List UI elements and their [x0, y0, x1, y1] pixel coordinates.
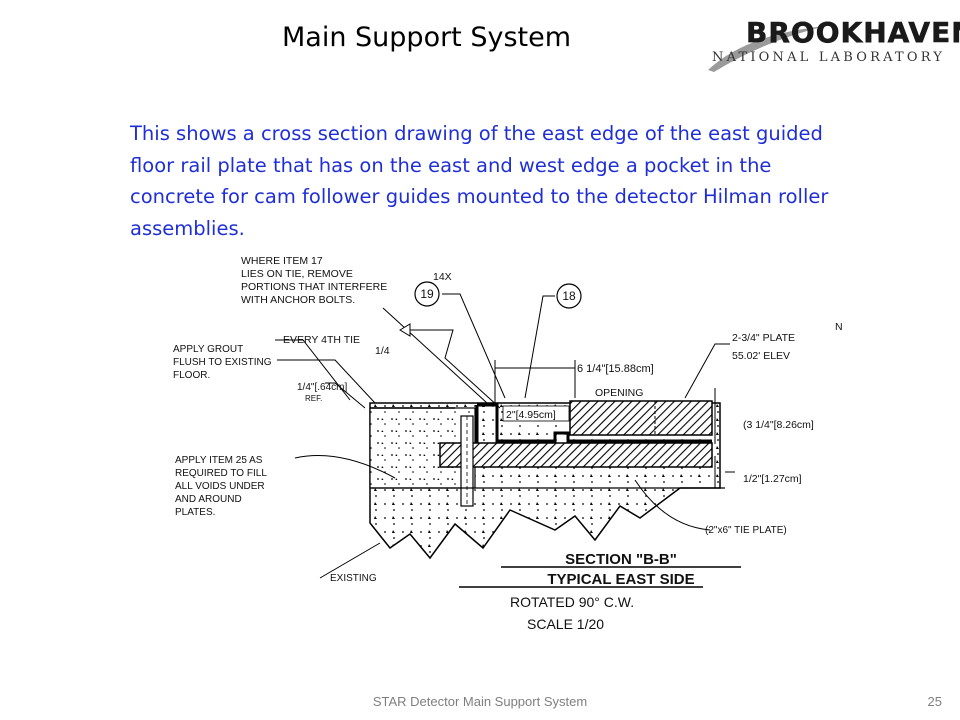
note-grout-3: FLOOR.	[173, 370, 210, 381]
cross-section-drawing: 19 18 14X WHERE ITEM 17 LIES ON TIE, REM…	[173, 255, 843, 632]
logo-swoosh-icon	[708, 26, 826, 72]
plate-label: 2-3/4" PLATE	[732, 332, 795, 344]
elev-label: 55.02' ELEV	[732, 350, 790, 362]
balloon-19: 19	[420, 287, 434, 301]
tie-plate-label: (2"x6" TIE PLATE)	[705, 525, 787, 536]
dim-opening: 6 1/4"[15.88cm]	[577, 363, 654, 375]
ref-label: REF.	[305, 394, 322, 403]
slide-title: Main Support System	[282, 22, 572, 53]
footer-text: STAR Detector Main Support System	[372, 694, 588, 709]
section-subtitle: TYPICAL EAST SIDE	[547, 571, 694, 588]
note-existing: EXISTING	[330, 573, 377, 584]
dim-half: 1/2"[1.27cm]	[743, 473, 802, 485]
note-item25-3: ALL VOIDS UNDER	[175, 481, 265, 492]
note-item17-1: WHERE ITEM 17	[241, 255, 323, 267]
brookhaven-logo: BROOKHAVEN NATIONAL LABORATORY	[706, 14, 960, 74]
slide-body-text: This shows a cross section drawing of th…	[130, 122, 829, 240]
dim-pocket: 2"[4.95cm]	[506, 409, 556, 421]
weld-size: 1/4	[375, 345, 390, 357]
scale-note: SCALE 1/20	[527, 616, 604, 632]
rail-plate	[569, 400, 713, 436]
qty-label: 14X	[433, 271, 452, 283]
balloon-18: 18	[562, 289, 576, 303]
rotated-note: ROTATED 90° C.W.	[510, 594, 634, 610]
section-title: SECTION "B-B"	[565, 551, 677, 568]
page-number: 25	[927, 694, 942, 709]
logo-wordmark: BROOKHAVEN	[746, 16, 960, 50]
note-item17-4: WITH ANCHOR BOLTS.	[241, 294, 355, 306]
note-grout-2: FLUSH TO EXISTING	[173, 357, 272, 368]
dim-height: (3 1/4"[8.26cm]	[743, 419, 814, 431]
note-item17-3: PORTIONS THAT INTERFERE	[241, 281, 387, 293]
note-every-tie: EVERY 4TH TIE	[283, 334, 360, 346]
pocket-channel	[477, 403, 712, 443]
tie-plate	[439, 442, 713, 468]
opening-label: OPENING	[595, 387, 643, 399]
note-item25-4: AND AROUND	[175, 494, 242, 505]
edge-mark: N	[835, 321, 843, 333]
note-grout-1: APPLY GROUT	[173, 344, 243, 355]
logo-subtitle: NATIONAL LABORATORY	[712, 50, 946, 65]
note-item25-5: PLATES.	[175, 507, 215, 518]
note-item17-2: LIES ON TIE, REMOVE	[241, 268, 353, 280]
dim-quarter: 1/4"[.64cm]	[297, 382, 347, 393]
note-item25-2: REQUIRED TO FILL	[175, 468, 267, 479]
note-item25-1: APPLY ITEM 25 AS	[175, 455, 263, 466]
